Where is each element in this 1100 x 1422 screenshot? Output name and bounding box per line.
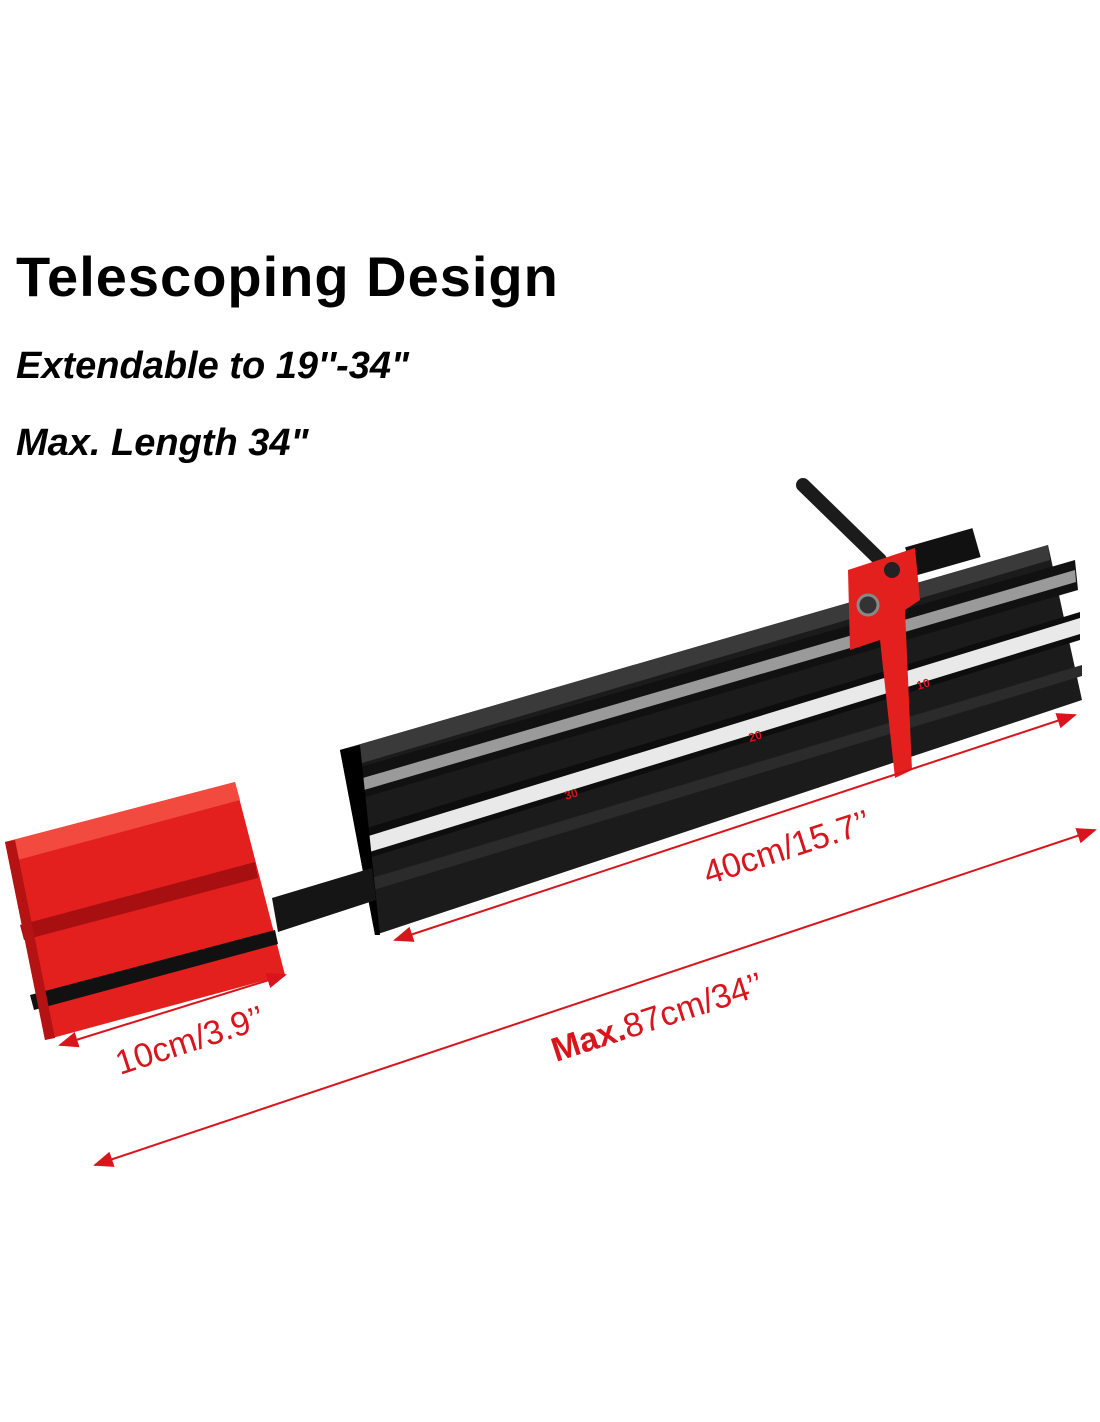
subtitle-max-length: Max. Length 34": [16, 422, 309, 464]
heading: Telescoping Design: [16, 245, 559, 308]
red-end-block: [5, 782, 285, 1040]
max-length-label: Max.87cm/34’’: [547, 965, 768, 1069]
subtitle-extendable: Extendable to 19''-34": [16, 345, 409, 387]
max-dimension-arrow: [93, 828, 1097, 1167]
telescoping-bar: [272, 868, 376, 932]
max-prefix: Max.: [547, 1010, 631, 1069]
max-value: 87cm/34’’: [619, 965, 769, 1046]
lock-handle: [796, 478, 887, 567]
tape-mark-10: 10: [915, 675, 932, 692]
